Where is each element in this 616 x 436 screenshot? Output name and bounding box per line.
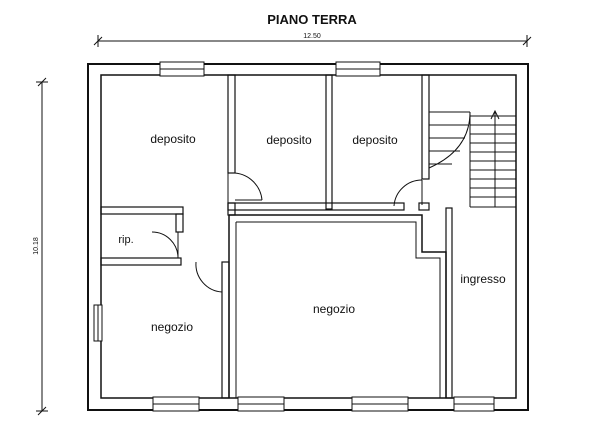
room-label-deposito-1: deposito bbox=[150, 132, 196, 146]
plan-title: PIANO TERRA bbox=[267, 12, 357, 27]
outer-walls bbox=[87, 63, 529, 411]
interior-walls bbox=[100, 74, 453, 399]
staircase bbox=[428, 109, 516, 208]
left-window bbox=[93, 304, 103, 342]
height-dimension: 10.18 bbox=[33, 77, 48, 416]
room-label-deposito-2: deposito bbox=[266, 133, 312, 147]
top-windows bbox=[159, 61, 381, 77]
width-dimension: 12.50 bbox=[93, 33, 532, 47]
room-label-negozio-center: negozio bbox=[313, 302, 355, 316]
width-dimension-label: 12.50 bbox=[303, 33, 321, 40]
height-dimension-label: 10.18 bbox=[33, 237, 40, 255]
room-label-deposito-3: deposito bbox=[352, 133, 398, 147]
door-swings bbox=[151, 172, 423, 293]
bottom-windows bbox=[152, 396, 495, 412]
room-label-ingresso: ingresso bbox=[460, 272, 506, 286]
room-label-negozio-left: negozio bbox=[151, 320, 193, 334]
room-label-ripostiglio: rip. bbox=[118, 234, 133, 246]
